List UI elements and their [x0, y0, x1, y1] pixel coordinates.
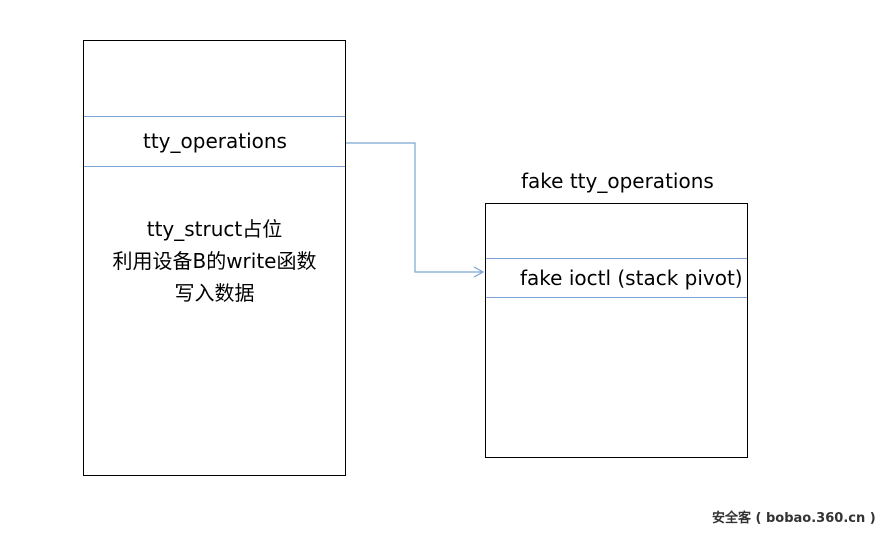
tty-operations-field-label: tty_operations	[143, 129, 287, 153]
tty-struct-box	[83, 40, 346, 476]
tty-struct-description-line-3: 写入数据	[174, 281, 255, 305]
tty-struct-divider-bottom	[84, 166, 345, 167]
fake-ops-divider-top	[486, 258, 747, 259]
fake-ioctl-field-label: fake ioctl (stack pivot)	[520, 266, 743, 290]
pointer-arrow-line	[346, 142, 482, 273]
fake-tty-operations-box	[485, 203, 748, 458]
fake-ops-divider-bottom	[486, 297, 747, 298]
tty-struct-divider-top	[84, 116, 345, 117]
pointer-arrow-head	[473, 266, 485, 278]
watermark-text: 安全客 ( bobao.360.cn )	[712, 511, 876, 526]
tty-struct-description-line-2: 利用设备B的write函数	[112, 249, 317, 273]
tty-struct-description: tty_struct占位 利用设备B的write函数 写入数据	[84, 213, 345, 309]
tty-struct-description-line-1: tty_struct占位	[146, 217, 283, 241]
fake-tty-operations-title: fake tty_operations	[521, 169, 714, 193]
